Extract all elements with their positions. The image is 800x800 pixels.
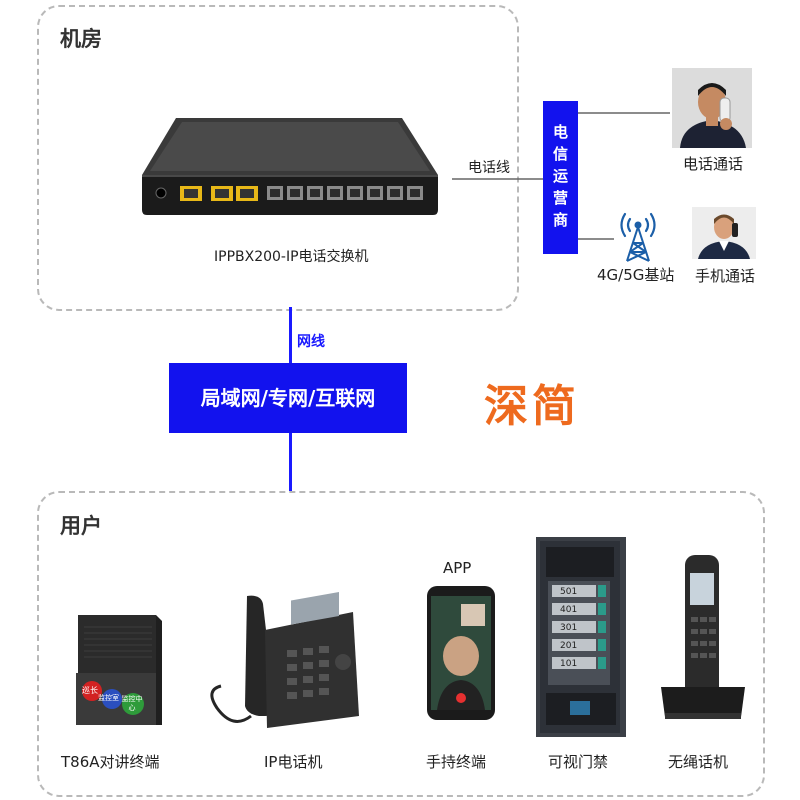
door-room-101: 101 (560, 659, 578, 669)
network-cable-upper (289, 307, 292, 363)
server-room-title: 机房 (60, 27, 102, 51)
server-room-zone (37, 5, 519, 311)
brand-logo: 深简 (484, 381, 580, 432)
door-room-301: 301 (560, 623, 578, 633)
device-label-door-entry: 可视门禁 (548, 753, 609, 771)
carrier-char: 运 (552, 167, 568, 185)
ip-phone-device (210, 592, 359, 728)
network-box: 局域网/专网/互联网 (169, 363, 407, 433)
handheld-phone-device (427, 586, 495, 720)
carrier-box: 电 信 运 营 商 (543, 101, 578, 254)
carrier-char: 营 (552, 189, 568, 207)
door-entry-device (536, 537, 626, 737)
cell-tower-icon (620, 212, 656, 262)
landline-call-label: 电话通话 (683, 155, 744, 173)
user-zone (37, 491, 765, 797)
door-room-201: 201 (560, 641, 578, 651)
network-cable-lower (289, 433, 292, 491)
network-label: 局域网/专网/互联网 (200, 386, 376, 410)
device-label-ip-phone: IP电话机 (264, 753, 323, 771)
t86a-button-3: 监控中心 (121, 695, 143, 712)
mobile-call-photo (692, 207, 756, 259)
t86a-intercom-device (76, 615, 162, 725)
app-label: APP (443, 559, 472, 577)
door-room-401: 401 (560, 605, 578, 615)
base-station-label: 4G/5G基站 (597, 266, 675, 284)
t86a-button-1: 巡长 (82, 686, 98, 695)
device-label-cordless: 无绳话机 (668, 753, 729, 771)
carrier-char: 电 (552, 123, 568, 141)
t86a-button-2: 监控室 (98, 694, 119, 702)
device-label-handheld: 手持终端 (426, 753, 487, 771)
pbx-label: IPPBX200-IP电话交换机 (214, 249, 369, 265)
carrier-char: 信 (552, 145, 568, 163)
carrier-char: 商 (552, 211, 568, 229)
phone-line-label: 电话线 (468, 160, 510, 176)
landline-call-photo (672, 68, 752, 148)
cordless-phone-device (661, 555, 745, 719)
mobile-call-label: 手机通话 (695, 267, 756, 285)
user-zone-title: 用户 (60, 514, 102, 538)
network-line-label: 网线 (297, 334, 325, 350)
door-room-501: 501 (560, 587, 578, 597)
device-label-t86a: T86A对讲终端 (61, 753, 160, 771)
